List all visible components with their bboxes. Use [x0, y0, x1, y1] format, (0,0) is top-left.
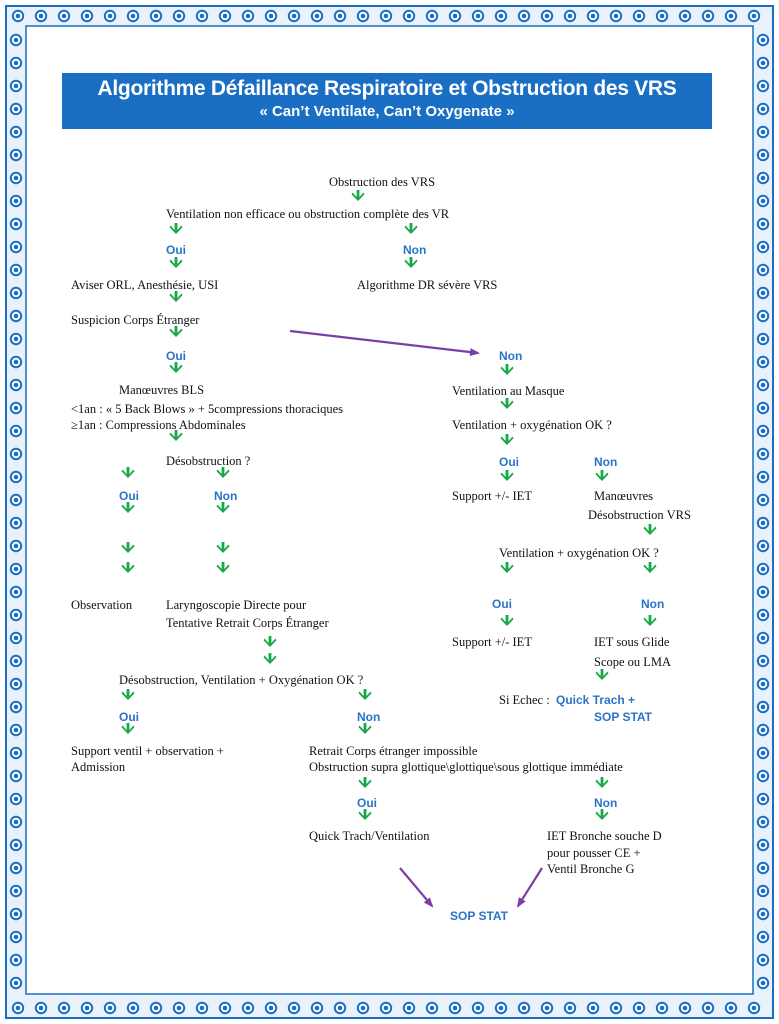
node-si-echec: Si Echec : — [499, 693, 550, 707]
page-subtitle: « Can’t Ventilate, Can’t Oxygenate » — [259, 103, 515, 120]
arrow-down-icon — [121, 689, 135, 700]
label-oui-r1: Oui — [499, 455, 519, 469]
node-sop-stat-final: SOP STAT — [450, 909, 509, 923]
arrow-down-icon — [404, 257, 418, 268]
label-non-3: Non — [214, 489, 238, 503]
label-non-r2: Non — [641, 597, 665, 611]
node-laryngo-line1: Laryngoscopie Directe pour — [166, 598, 307, 612]
node-quick-trach-plus: Quick Trach + — [556, 693, 636, 707]
node-manoeuvres-bls: Manœuvres BLS — [119, 383, 205, 397]
label-oui-5: Oui — [357, 796, 377, 810]
node-retrait-line1: Retrait Corps étranger impossible — [309, 744, 478, 758]
node-desob-vrs: Désobstruction VRS — [588, 508, 691, 522]
label-non-r1: Non — [594, 455, 618, 469]
node-support-admission-line2: Admission — [71, 760, 126, 774]
arrow-down-icon — [216, 502, 230, 513]
node-observation: Observation — [71, 598, 133, 612]
node-desobstruction: Désobstruction ? — [166, 454, 251, 468]
arrow-down-icon — [500, 434, 514, 445]
label-oui-r2: Oui — [492, 597, 512, 611]
arrow-down-icon — [169, 223, 183, 234]
node-iet-bronche-line1: IET Bronche souche D — [547, 829, 662, 843]
label-oui-4: Oui — [119, 710, 139, 724]
arrow-right-to-sop — [516, 867, 543, 908]
arrow-left-to-sop — [399, 867, 434, 908]
page-body — [28, 28, 751, 992]
arrow-down-icon — [500, 398, 514, 409]
arrow-down-icon — [500, 470, 514, 481]
node-aviser: Aviser ORL, Anesthésie, USI — [71, 278, 219, 292]
label-oui-2: Oui — [166, 349, 186, 363]
page-title: Algorithme Défaillance Respiratoire et O… — [97, 77, 677, 100]
arrow-down-icon — [595, 809, 609, 820]
label-non-4: Non — [357, 710, 381, 724]
arrow-down-icon — [263, 653, 277, 664]
title-banner: Algorithme Défaillance Respiratoire et O… — [62, 73, 712, 129]
label-non-1: Non — [403, 243, 427, 257]
node-laryngo-line2: Tentative Retrait Corps Étranger — [166, 616, 329, 630]
node-iet-glide-line2: Scope ou LMA — [594, 655, 672, 669]
arrow-down-icon — [263, 636, 277, 647]
label-oui-3: Oui — [119, 489, 139, 503]
arrow-down-icon — [595, 669, 609, 680]
label-oui-1: Oui — [166, 243, 186, 257]
arrow-down-icon — [121, 562, 135, 573]
node-iet-bronche-line2: pour pousser CE + — [547, 846, 641, 860]
arrow-down-icon — [643, 615, 657, 626]
arrow-down-icon — [404, 223, 418, 234]
arrow-to-non-right — [289, 329, 480, 357]
arrow-down-icon — [216, 467, 230, 478]
node-support-admission-line1: Support ventil + observation + — [71, 744, 224, 758]
arrow-down-icon — [358, 809, 372, 820]
arrow-down-icon — [358, 689, 372, 700]
arrow-down-icon — [500, 615, 514, 626]
label-non-2: Non — [499, 349, 523, 363]
arrow-down-icon — [595, 470, 609, 481]
label-non-5: Non — [594, 796, 618, 810]
arrow-down-icon — [169, 257, 183, 268]
node-bls-line2: ≥1an : Compressions Abdominales — [71, 418, 246, 432]
node-bls-line1: <1an : « 5 Back Blows » + 5compressions … — [71, 402, 344, 416]
node-manoeuvres-r: Manœuvres — [594, 489, 654, 503]
node-quick-trach-vent: Quick Trach/Ventilation — [309, 829, 430, 843]
node-ventilation-masque: Ventilation au Masque — [452, 384, 565, 398]
node-support-iet-2: Support +/- IET — [452, 635, 532, 649]
arrow-down-icon — [169, 291, 183, 302]
node-vent-oxy-2: Ventilation + oxygénation OK ? — [499, 546, 659, 560]
arrow-down-icon — [169, 326, 183, 337]
node-iet-glide-line1: IET sous Glide — [594, 635, 670, 649]
arrow-down-icon — [500, 562, 514, 573]
arrow-down-icon — [121, 723, 135, 734]
arrow-down-icon — [216, 542, 230, 553]
arrow-down-icon — [169, 362, 183, 373]
arrow-down-icon — [169, 430, 183, 441]
arrow-down-icon — [643, 524, 657, 535]
arrow-down-icon — [351, 190, 365, 201]
node-desob-vent-oxy: Désobstruction, Ventilation + Oxygénatio… — [119, 673, 364, 687]
arrow-down-icon — [500, 364, 514, 375]
node-suspicion: Suspicion Corps Étranger — [71, 313, 200, 327]
node-support-iet-1: Support +/- IET — [452, 489, 532, 503]
node-algorithme-dr: Algorithme DR sévère VRS — [357, 278, 498, 292]
node-ventilation-non-efficace: Ventilation non efficace ou obstruction … — [166, 207, 450, 221]
arrow-down-icon — [643, 562, 657, 573]
arrow-down-icon — [121, 502, 135, 513]
arrow-down-icon — [121, 467, 135, 478]
node-obstruction: Obstruction des VRS — [329, 175, 436, 189]
node-iet-bronche-line3: Ventil Bronche G — [547, 862, 635, 876]
arrow-down-icon — [595, 777, 609, 788]
arrow-down-icon — [216, 562, 230, 573]
arrow-down-icon — [121, 542, 135, 553]
arrow-down-icon — [358, 723, 372, 734]
node-sop-stat-right: SOP STAT — [594, 710, 653, 724]
node-vent-oxy-1: Ventilation + oxygénation OK ? — [452, 418, 612, 432]
node-retrait-line2: Obstruction supra glottique\glottique\so… — [309, 760, 623, 774]
arrow-down-icon — [358, 777, 372, 788]
